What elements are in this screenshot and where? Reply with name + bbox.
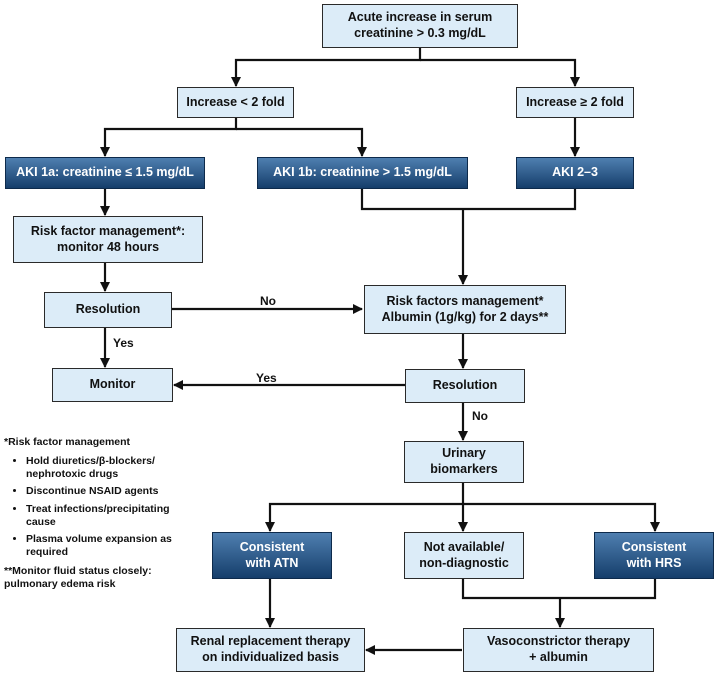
box-rrt-line-2: on individualized basis — [202, 650, 339, 664]
edge-label-no-resolution1: No — [260, 294, 276, 308]
box-serum-line-1: Acute increase in serum — [347, 10, 493, 25]
box-not-available: Not available/ non-diagnostic — [404, 532, 524, 579]
box-increase-lt2: Increase < 2 fold — [177, 87, 294, 118]
box-notavail-line-1: Not available/ — [423, 539, 505, 554]
box-increase-ge2-line-1: Increase ≥ 2 fold — [526, 94, 624, 109]
notes-footnote: **Monitor fluid status closely: pulmonar… — [4, 565, 152, 591]
notes-item: Treat infections/precipitating cause — [26, 503, 190, 529]
box-vaso-line-1: Vasoconstrictor therapy — [486, 634, 631, 649]
box-urinary-biomarkers: Urinary biomarkers — [404, 441, 524, 483]
box-rfm-albumin-line-2: Albumin (1g/kg) for 2 days** — [381, 309, 549, 324]
connector-notavail-hrs-merge — [461, 578, 657, 600]
notes-item: Discontinue NSAID agents — [26, 485, 190, 498]
box-atn-line-2: with ATN — [245, 555, 299, 570]
box-risk-factor-monitor: Risk factor management*: monitor 48 hour… — [13, 216, 203, 263]
box-aki1a: AKI 1a: creatinine ≤ 1.5 mg/dL — [5, 157, 205, 189]
notes-heading: *Risk factor management — [4, 436, 131, 448]
box-aki1b: AKI 1b: creatinine > 1.5 mg/dL — [257, 157, 468, 189]
box-resolution2-line-1: Resolution — [432, 378, 498, 393]
box-consistent-hrs: Consistent with HRS — [594, 532, 714, 579]
box-vaso-line-2: + albumin — [529, 650, 588, 664]
box-aki23: AKI 2–3 — [516, 157, 634, 189]
box-aki1b-line-1: AKI 1b: creatinine > 1.5 mg/dL — [273, 165, 452, 180]
box-renal-replacement: Renal replacement therapy on individuali… — [176, 628, 365, 672]
edge-label-yes-resolution2: Yes — [256, 371, 277, 385]
box-notavail-line-2: non-diagnostic — [419, 555, 509, 570]
box-risk-factors-albumin: Risk factors management* Albumin (1g/kg)… — [364, 285, 566, 334]
box-resolution1-line-1: Resolution — [75, 302, 141, 317]
box-biomarkers-line-1: Urinary — [442, 446, 486, 461]
connector-aki1b-aki23-merge — [360, 188, 577, 211]
box-aki1a-line-1: AKI 1a: creatinine ≤ 1.5 mg/dL — [16, 165, 194, 180]
risk-factor-notes: *Risk factor management Hold diuretics/β… — [4, 436, 190, 591]
box-hrs-line-1: Consistent — [621, 539, 687, 554]
connector-increase-to-aki1a — [100, 117, 238, 157]
box-resolution-1: Resolution — [44, 292, 172, 328]
edge-label-yes-resolution1: Yes — [113, 336, 134, 350]
box-rfm48-line-1: Risk factor management*: — [30, 223, 186, 238]
box-increase-ge2: Increase ≥ 2 fold — [516, 87, 634, 118]
box-vasoconstrictor: Vasoconstrictor therapy + albumin — [463, 628, 654, 672]
box-atn-line-1: Consistent — [239, 539, 305, 554]
box-monitor-line-1: Monitor — [89, 377, 136, 392]
connector-serum-to-increase-ge2 — [420, 58, 580, 87]
box-rfm48-line-2: monitor 48 hours — [56, 239, 160, 254]
box-serum-creatinine: Acute increase in serum creatinine > 0.3… — [322, 4, 518, 48]
box-monitor: Monitor — [52, 368, 173, 402]
box-serum-line-2: creatinine > 0.3 mg/dL — [354, 26, 486, 40]
notes-list: Hold diuretics/β-blockers/ nephrotoxic d… — [4, 455, 190, 559]
box-consistent-atn: Consistent with ATN — [212, 532, 332, 579]
box-increase-lt2-line-1: Increase < 2 fold — [186, 94, 285, 109]
box-aki23-line-1: AKI 2–3 — [552, 165, 598, 180]
connector-biomarkers-to-hrs — [463, 502, 660, 532]
box-biomarkers-line-2: biomarkers — [430, 462, 498, 476]
notes-item: Hold diuretics/β-blockers/ nephrotoxic d… — [26, 455, 190, 481]
connector-serum-to-increase-lt2 — [231, 47, 422, 87]
connector-biomarkers-split — [265, 482, 465, 532]
notes-item: Plasma volume expansion as required — [26, 533, 190, 559]
box-hrs-line-2: with HRS — [626, 555, 682, 570]
box-rfm-albumin-line-1: Risk factors management* — [386, 293, 544, 308]
edge-label-no-resolution2: No — [472, 409, 488, 423]
connector-increase-to-aki1b — [236, 127, 367, 157]
box-resolution-2: Resolution — [405, 369, 525, 403]
box-rrt-line-1: Renal replacement therapy — [190, 634, 351, 649]
